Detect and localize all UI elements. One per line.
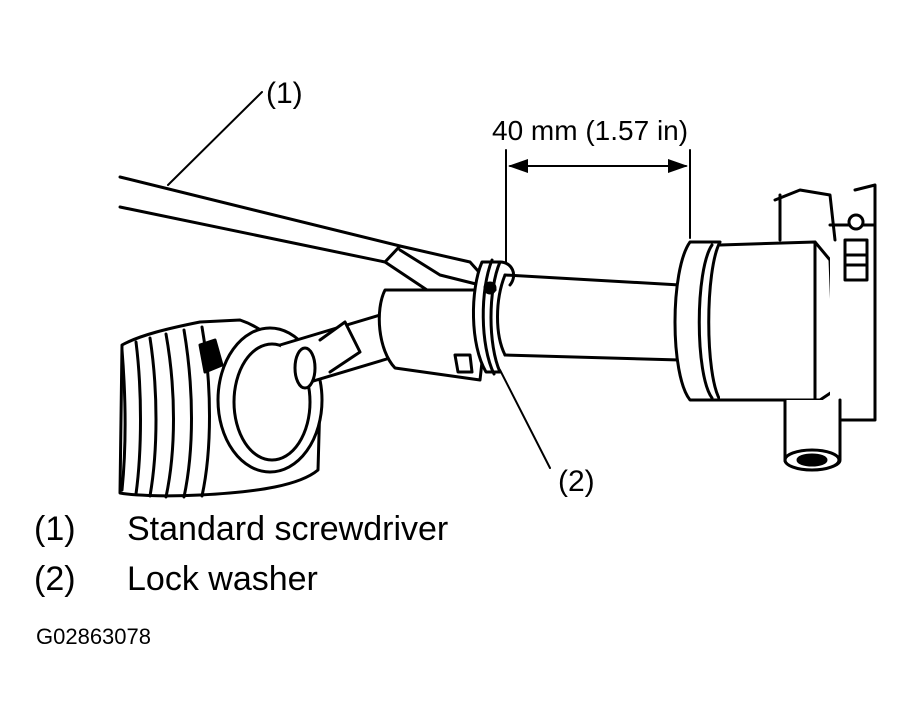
dimension-label: 40 mm (1.57 in)	[492, 115, 688, 146]
screwdriver	[118, 175, 497, 294]
right-housing	[673, 183, 877, 472]
legend-item: (1) Standard screwdriver	[34, 504, 448, 554]
leader-lines	[167, 91, 551, 469]
cv-boot	[118, 318, 324, 499]
callout-1-label: (1)	[266, 77, 303, 110]
dimension-line	[505, 149, 691, 263]
inner-shaft	[278, 310, 402, 390]
legend-number: (2)	[34, 560, 76, 598]
legend: (1) Standard screwdriver (2) Lock washer	[34, 504, 448, 604]
legend-item: (2) Lock washer	[34, 554, 448, 604]
callout-2-label: (2)	[558, 465, 595, 498]
figure-id: G02863078	[36, 624, 151, 649]
legend-number: (1)	[34, 510, 76, 548]
main-shaft	[496, 273, 682, 362]
lock-washer	[471, 258, 516, 376]
legend-label: Standard screwdriver	[127, 510, 449, 548]
joint-housing	[377, 288, 492, 382]
legend-label: Lock washer	[127, 560, 318, 598]
